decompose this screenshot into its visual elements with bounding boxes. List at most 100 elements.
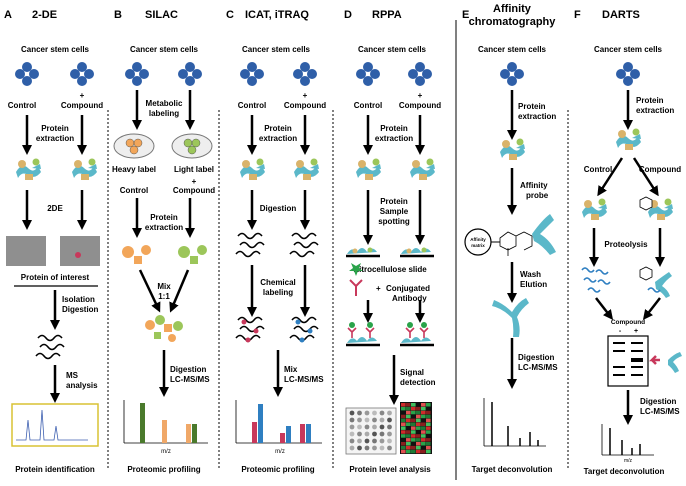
axis-label: m/z [161, 449, 171, 455]
blot-spot [372, 445, 377, 451]
mixed-proteins-icon [145, 315, 183, 342]
heatmap-cell [421, 449, 426, 454]
axis-label: m/z [275, 449, 285, 455]
protein-mix-icon [16, 158, 41, 180]
gel-compound-label: Compound [611, 319, 645, 326]
ms-spectrum-icon: m/z [601, 424, 654, 464]
blot-spot [349, 438, 355, 444]
affinity-matrix-icon: Affinity matrix [464, 228, 500, 256]
heatmap-cell [426, 449, 431, 454]
control-label: Control [238, 101, 266, 110]
heatmap-cell [411, 403, 416, 407]
blot-spot [349, 417, 355, 423]
heatmap-cell [401, 434, 406, 438]
gel-plus-label: + [634, 328, 638, 335]
protein-mix-icon [240, 158, 265, 180]
heatmap-cell [411, 449, 416, 454]
blot-spot [379, 424, 385, 430]
blot-spot [379, 410, 385, 416]
blot-spot [357, 431, 362, 437]
heatmap-cell [416, 445, 421, 450]
plus-label: + [80, 91, 85, 100]
panel-letter: B [114, 9, 122, 21]
stem-cells-icon [356, 62, 380, 86]
digested-fragments-icon [581, 267, 611, 293]
heatmap-cell [416, 434, 421, 438]
panel-a: A 2-DE Cancer stem cells Control + Compo… [4, 9, 103, 474]
bar [192, 424, 197, 443]
heatmap-cell [421, 438, 426, 442]
heavy-label: Heavy label [112, 165, 156, 174]
blot-spot [357, 424, 362, 430]
protein-mix-icon [582, 198, 607, 220]
compound-label: Compound [284, 101, 326, 110]
heatmap-cell [421, 403, 426, 407]
step-label: Digestion [640, 397, 677, 406]
compound-label: Compound [61, 101, 103, 110]
heatmap-cell [421, 418, 426, 423]
step-label: Conjugated [386, 284, 430, 293]
protein-mix-icon [616, 128, 641, 150]
panel-title: SILAC [145, 9, 178, 21]
stem-cells-icon [293, 62, 317, 86]
blot-spot [349, 424, 355, 430]
heatmap-cell [401, 403, 406, 407]
plus-label: + [303, 91, 308, 100]
blot-spot [357, 410, 362, 416]
heatmap-cell [426, 403, 431, 407]
heatmap-cell [406, 434, 411, 438]
heatmap-cell [401, 445, 406, 450]
ms-spectrum-icon [483, 398, 546, 447]
peptides-icon [235, 232, 265, 258]
step-label: Digestion [260, 204, 297, 213]
heatmap-cell [406, 430, 411, 434]
heatmap-cell [426, 434, 431, 438]
step-label: Signal [400, 368, 424, 377]
control-label: Control [584, 165, 612, 174]
heatmap-cell [426, 445, 431, 450]
heatmap-cell [416, 422, 421, 426]
step-label: Digestion [170, 365, 207, 374]
heatmap-cell [401, 418, 406, 423]
blot-spot [387, 410, 392, 416]
protected-target-icon [639, 266, 672, 298]
step-label: labeling [263, 288, 293, 297]
dot-blot-image [345, 407, 397, 455]
step-label: Protein [380, 124, 408, 133]
result-label: Proteomic profiling [127, 465, 200, 474]
gel-image [6, 236, 46, 266]
step-label: LC-MS/MS [170, 375, 210, 384]
result-label: Target deconvolution [584, 467, 665, 476]
panel-letter: C [226, 9, 234, 21]
step-label: Digestion [518, 353, 555, 362]
blot-spot [357, 438, 362, 444]
heatmap-cell [401, 438, 406, 442]
blot-spot [349, 410, 355, 416]
labeled-peptides-icon [235, 316, 319, 343]
compound-label: Compound [399, 101, 441, 110]
axis-label: m/z [624, 458, 633, 464]
heatmap-cell [411, 430, 416, 434]
heatmap-cell [406, 418, 411, 423]
step-label: analysis [66, 381, 98, 390]
bar [300, 424, 305, 443]
heatmap-cell [401, 410, 406, 415]
heatmap-cell [416, 442, 421, 446]
heatmap-cell [411, 445, 416, 450]
bar [162, 420, 167, 443]
result-label: Protein level analysis [349, 465, 431, 474]
heatmap-cell [416, 410, 421, 415]
control-label: Control [354, 101, 382, 110]
step-label: LC-MS/MS [518, 363, 558, 372]
cancer-stem-cells-label: Cancer stem cells [358, 45, 427, 54]
heatmap-cell [406, 410, 411, 415]
panel-f: F DARTS Cancer stem cells Protein extrac… [574, 9, 682, 476]
step-label: LC-MS/MS [640, 407, 680, 416]
heatmap-cell [406, 426, 411, 430]
blot-spot [364, 438, 370, 444]
stem-cells-icon [616, 62, 640, 86]
stem-cells-icon [15, 62, 39, 86]
heatmap-cell [411, 422, 416, 426]
heatmap-cell [421, 442, 426, 446]
protein-mix-icon [294, 158, 319, 180]
